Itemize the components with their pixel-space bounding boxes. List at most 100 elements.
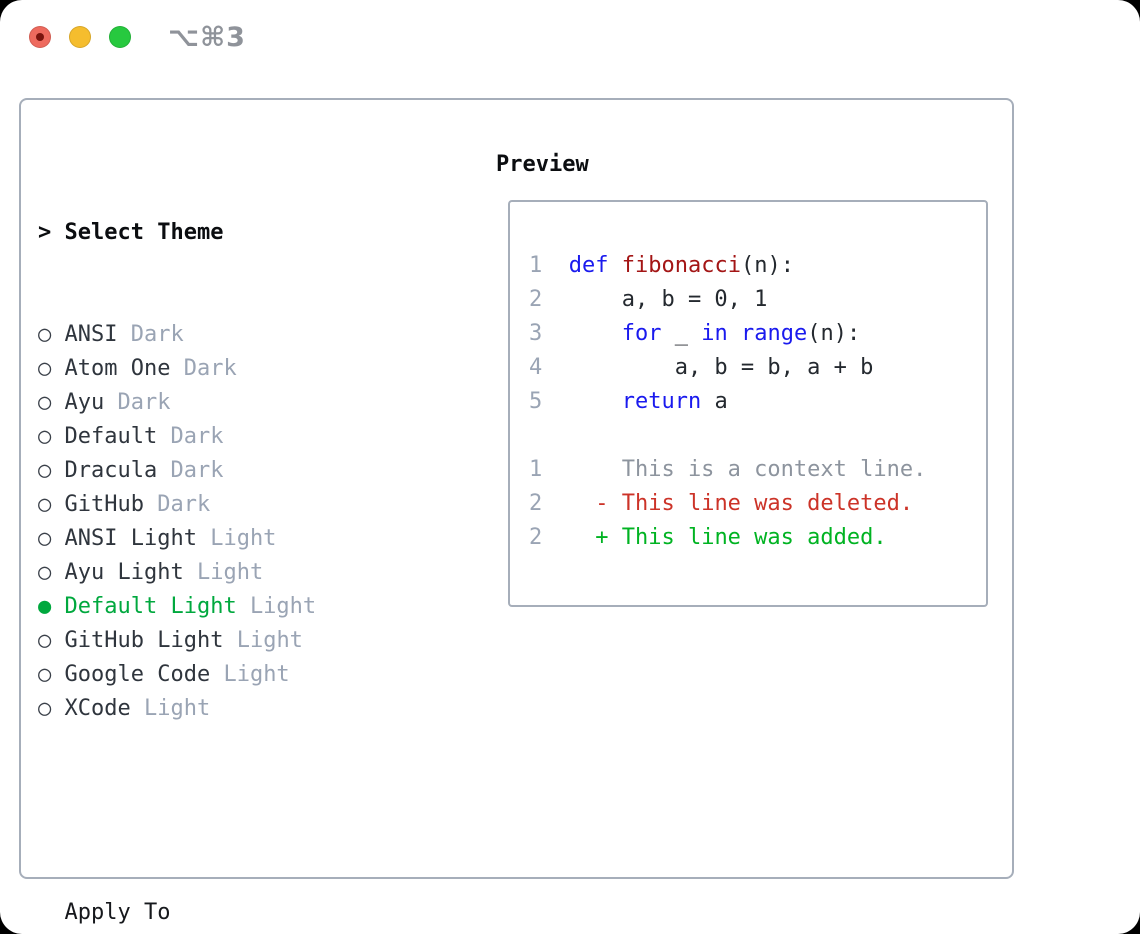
theme-option-github-dark[interactable]: ○ GitHub Dark bbox=[38, 488, 409, 522]
option-label: Dracula bbox=[64, 458, 158, 483]
option-label: GitHub Light bbox=[64, 628, 224, 653]
select-theme-header: > Select Theme bbox=[38, 216, 409, 250]
radio-unselected-icon: ○ bbox=[38, 628, 52, 653]
zoom-button[interactable] bbox=[109, 26, 131, 48]
option-variant-label: Light bbox=[236, 628, 303, 653]
token-plain: (n): bbox=[740, 253, 794, 278]
token-plain bbox=[569, 491, 596, 516]
token-plain bbox=[608, 253, 621, 278]
theme-option-xcode-light[interactable]: ○ XCode Light bbox=[38, 692, 409, 726]
token-kw: in bbox=[701, 321, 728, 346]
theme-list-title: Select Theme bbox=[64, 220, 224, 245]
theme-option-atom-one-dark[interactable]: ○ Atom One Dark bbox=[38, 352, 409, 386]
theme-option-dracula-dark[interactable]: ○ Dracula Dark bbox=[38, 454, 409, 488]
theme-option-google-code-light[interactable]: ○ Google Code Light bbox=[38, 658, 409, 692]
token-ctx: This is a context line. bbox=[568, 457, 927, 482]
token-plain bbox=[569, 321, 622, 346]
code-line-5: 5 return a bbox=[529, 385, 986, 419]
line-number: 5 bbox=[529, 389, 543, 414]
line-number: 2 bbox=[529, 491, 543, 516]
code-line-3: 3 for _ in range(n): bbox=[529, 317, 986, 351]
line-number: 3 bbox=[529, 321, 543, 346]
token-plain bbox=[728, 321, 741, 346]
line-number: 1 bbox=[529, 253, 543, 278]
option-variant-label: Dark bbox=[130, 322, 184, 347]
code-line-1: 1 def fibonacci(n): bbox=[529, 249, 986, 283]
theme-option-ansi-dark[interactable]: ○ ANSI Dark bbox=[38, 318, 409, 352]
option-variant-label: Light bbox=[223, 662, 290, 687]
line-number: 2 bbox=[529, 525, 543, 550]
code-line-7: 1 This is a context line. bbox=[529, 453, 986, 487]
option-label: Ayu bbox=[64, 390, 105, 415]
option-variant-label: Dark bbox=[170, 458, 224, 483]
line-number: 2 bbox=[529, 287, 543, 312]
minimize-button[interactable] bbox=[69, 26, 91, 48]
option-label: Default Light bbox=[64, 594, 237, 619]
token-add: + This line was added. bbox=[595, 525, 887, 550]
radio-unselected-icon: ○ bbox=[38, 458, 52, 483]
option-variant-label: Dark bbox=[170, 424, 224, 449]
option-variant-label: Light bbox=[210, 526, 277, 551]
option-label: ANSI Light bbox=[64, 526, 197, 551]
radio-unselected-icon: ○ bbox=[38, 662, 52, 687]
option-label: Atom One bbox=[64, 356, 171, 381]
token-plain: _ bbox=[661, 321, 702, 346]
token-kw: return bbox=[621, 389, 702, 414]
option-label: Default bbox=[64, 424, 158, 449]
radio-unselected-icon: ○ bbox=[38, 322, 52, 347]
theme-list-column: > Select Theme ○ ANSI Dark○ Atom One Dar… bbox=[38, 148, 409, 934]
spacer bbox=[38, 794, 409, 828]
token-plain: (n): bbox=[807, 321, 861, 346]
token-kw: def bbox=[568, 253, 609, 278]
radio-unselected-icon: ○ bbox=[38, 492, 52, 517]
theme-option-default-dark[interactable]: ○ Default Dark bbox=[38, 420, 409, 454]
token-plain: a bbox=[701, 389, 728, 414]
apply-to-title: Apply To bbox=[64, 900, 171, 925]
close-button[interactable] bbox=[29, 26, 51, 48]
code-line-4: 4 a, b = b, a + b bbox=[529, 351, 986, 385]
line-number: 4 bbox=[529, 355, 543, 380]
prompt-icon: > bbox=[38, 220, 65, 245]
theme-selector-panel: > Select Theme ○ ANSI Dark○ Atom One Dar… bbox=[19, 98, 1014, 925]
radio-unselected-icon: ○ bbox=[38, 390, 52, 415]
radio-unselected-icon: ○ bbox=[38, 696, 52, 721]
option-variant-label: Dark bbox=[183, 356, 237, 381]
theme-option-ansi-light-light[interactable]: ○ ANSI Light Light bbox=[38, 522, 409, 556]
option-variant-label: Dark bbox=[157, 492, 211, 517]
code-line-6 bbox=[529, 419, 986, 453]
token-plain: a, b = 0, 1 bbox=[568, 287, 768, 312]
option-label: Ayu Light bbox=[64, 560, 184, 585]
code-line-9: 2 + This line was added. bbox=[529, 521, 986, 555]
radio-selected-icon: ● bbox=[38, 594, 52, 619]
apply-to-header: Apply To bbox=[38, 896, 409, 930]
option-variant-label: Dark bbox=[117, 390, 171, 415]
option-label: Google Code bbox=[64, 662, 211, 687]
line-number: 1 bbox=[529, 457, 543, 482]
theme-option-ayu-dark[interactable]: ○ Ayu Dark bbox=[38, 386, 409, 420]
token-plain bbox=[569, 389, 622, 414]
window-title-shortcut: ⌥⌘3 bbox=[168, 22, 246, 53]
theme-option-ayu-light-light[interactable]: ○ Ayu Light Light bbox=[38, 556, 409, 590]
option-label: GitHub bbox=[64, 492, 144, 517]
theme-option-default-light-light[interactable]: ● Default Light Light bbox=[38, 590, 409, 624]
token-fn: fibonacci bbox=[621, 253, 741, 278]
close-dot-icon bbox=[36, 33, 44, 41]
theme-option-github-light-light[interactable]: ○ GitHub Light Light bbox=[38, 624, 409, 658]
option-variant-label: Light bbox=[196, 560, 264, 585]
radio-unselected-icon: ○ bbox=[38, 526, 52, 551]
option-variant-label: Light bbox=[249, 594, 317, 619]
code-line-8: 2 - This line was deleted. bbox=[529, 487, 986, 521]
radio-unselected-icon: ○ bbox=[38, 424, 52, 449]
token-kw: for bbox=[621, 321, 662, 346]
radio-unselected-icon: ○ bbox=[38, 356, 52, 381]
theme-list: ○ ANSI Dark○ Atom One Dark○ Ayu Dark○ De… bbox=[38, 318, 409, 726]
option-variant-label: Light bbox=[143, 696, 211, 721]
preview-title: Preview bbox=[496, 152, 589, 177]
token-kw: range bbox=[740, 321, 808, 346]
radio-unselected-icon: ○ bbox=[38, 560, 52, 585]
token-plain bbox=[569, 525, 596, 550]
token-plain: a, b = b, a + b bbox=[568, 355, 874, 380]
